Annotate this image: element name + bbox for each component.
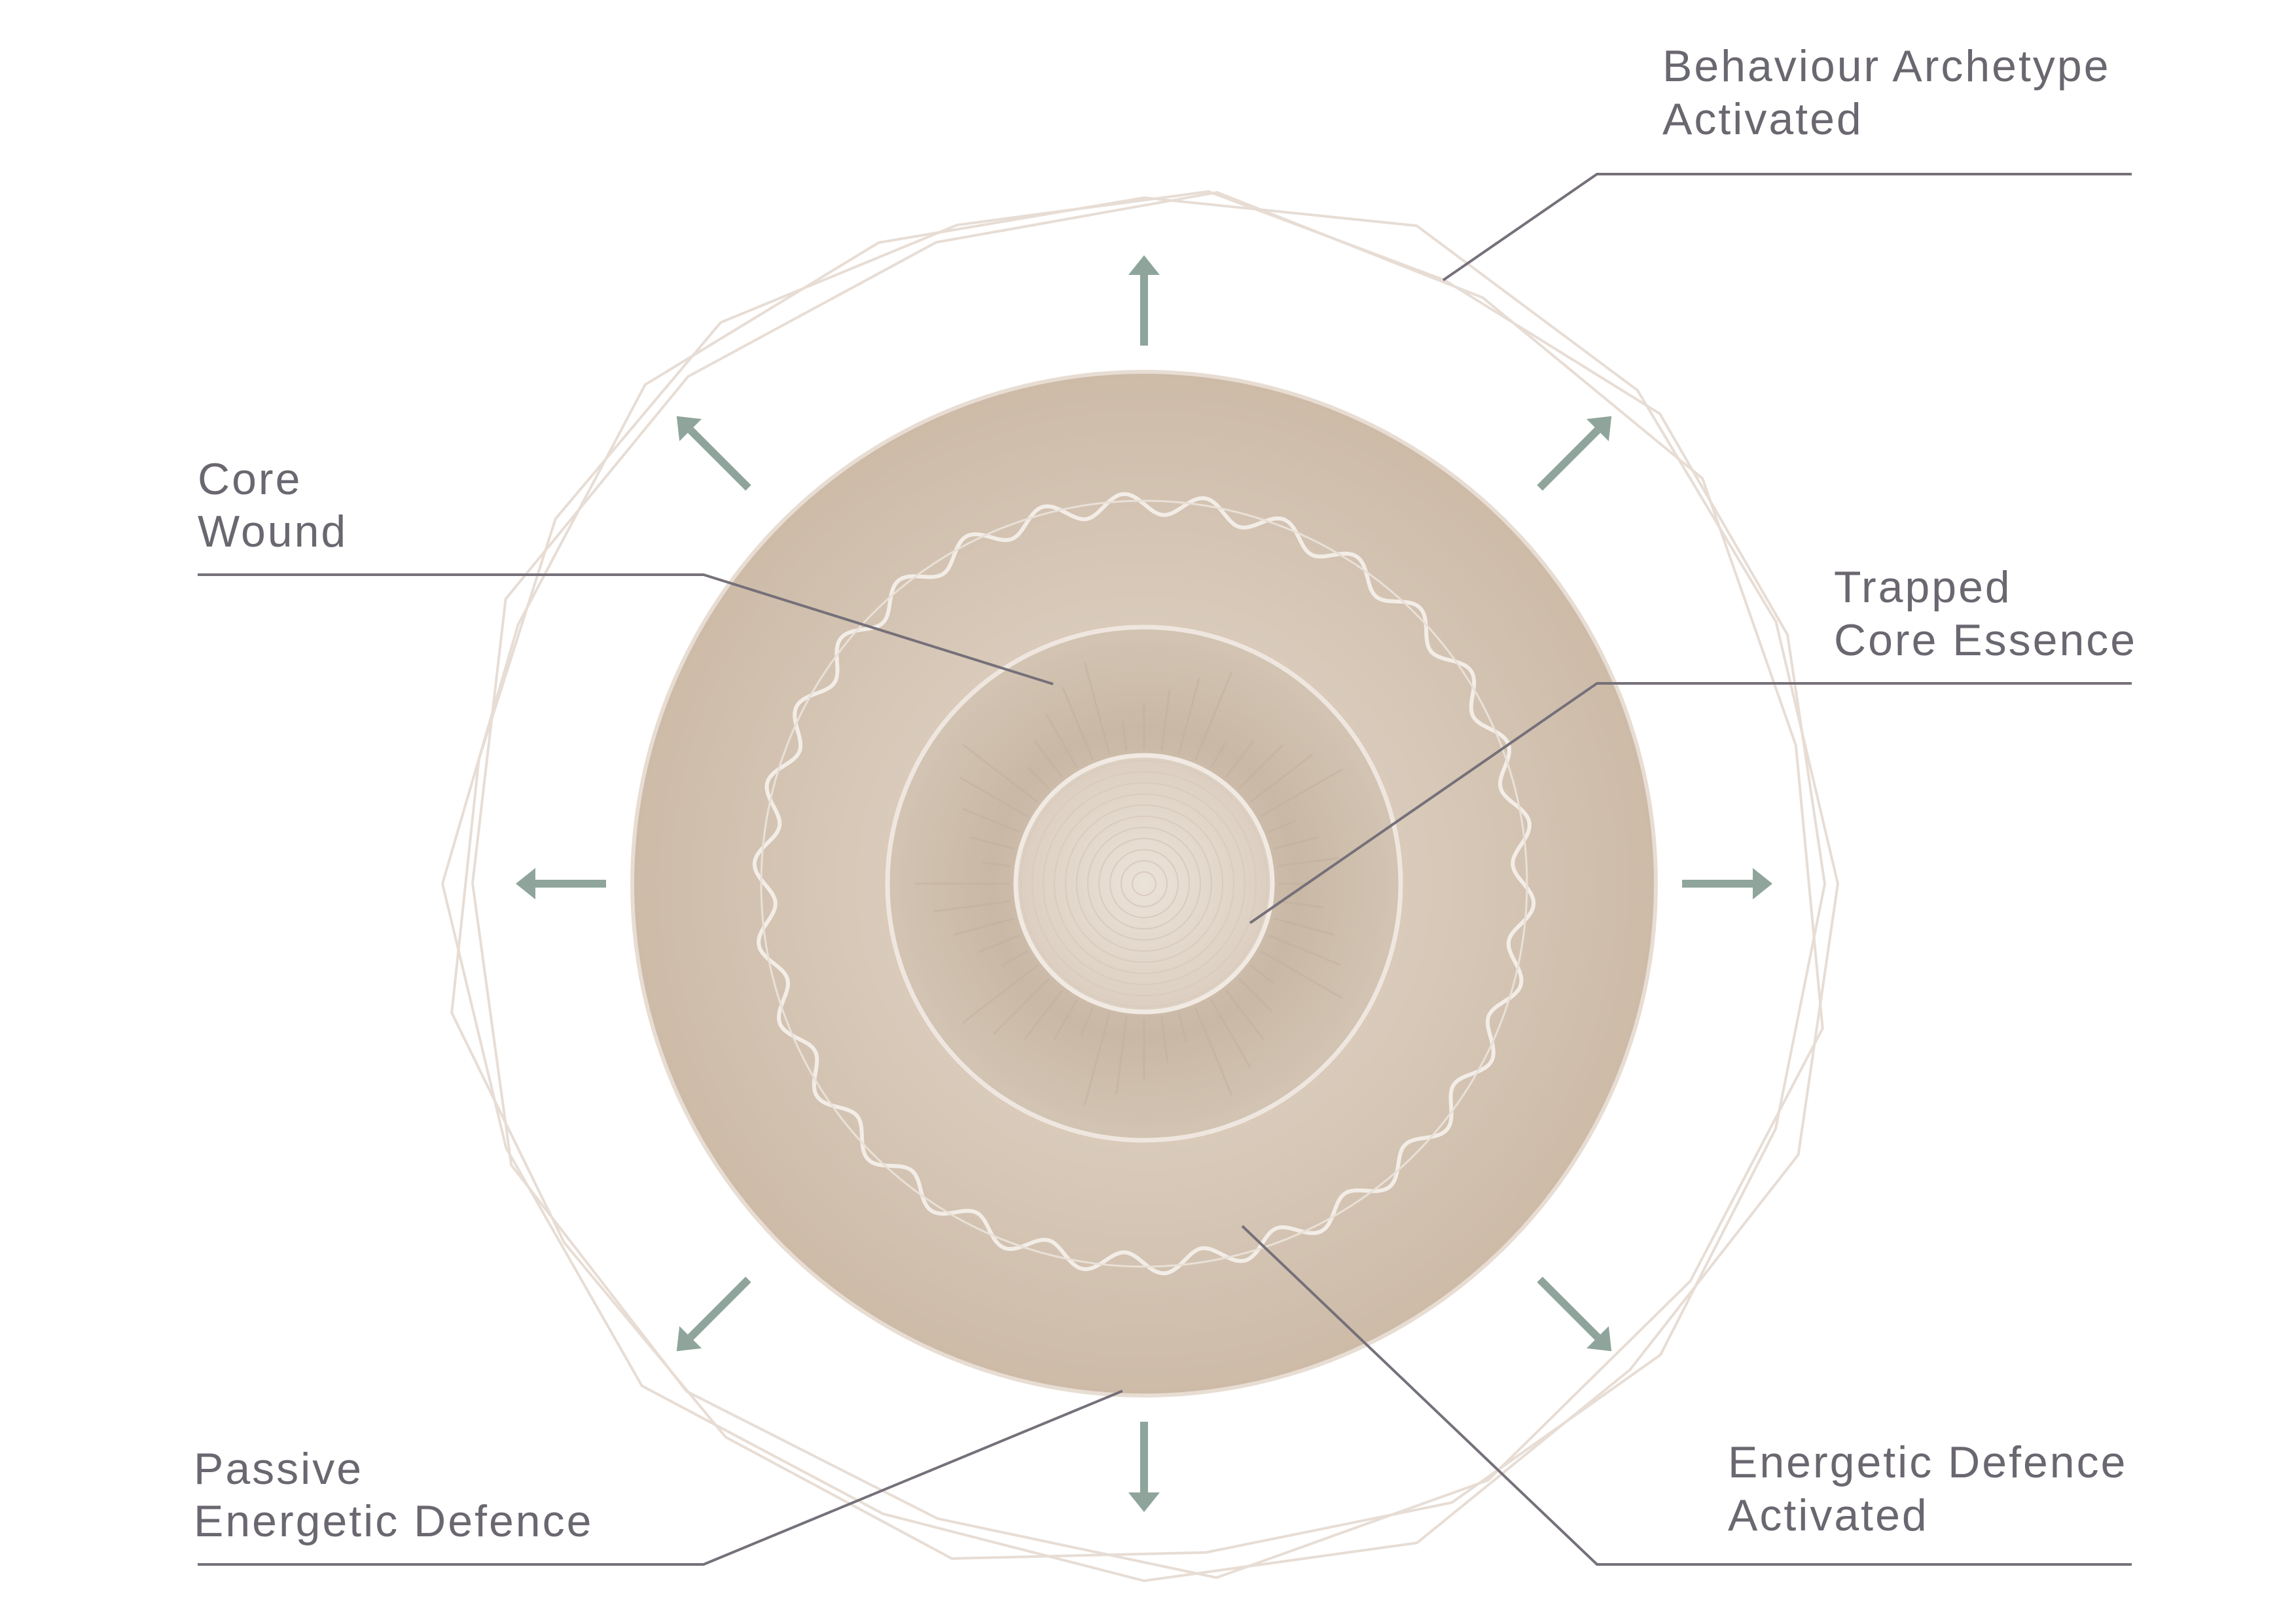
arrow-down-icon (1128, 1422, 1160, 1512)
ray (1273, 917, 1335, 936)
outer-polygon-2 (471, 190, 1824, 1579)
ray (1194, 672, 1233, 761)
ray (933, 900, 1011, 912)
ray (1225, 740, 1255, 778)
outward-arrows (516, 255, 1772, 1512)
energetic-defence-activated-label: Energetic Defence Activated (1728, 1437, 2142, 1540)
ray (1045, 713, 1078, 768)
arrow-head (1753, 868, 1772, 899)
ray (1177, 677, 1200, 755)
ray (1115, 1017, 1128, 1095)
ray (1249, 964, 1275, 984)
ray (961, 964, 1039, 1024)
arrow-head (676, 416, 702, 441)
ray (993, 977, 1050, 1035)
ray (1160, 1017, 1169, 1062)
ray (1028, 767, 1050, 790)
ray (977, 934, 1021, 954)
passive-energetic-defence-label: Passive Energetic Defence (194, 1444, 593, 1546)
core-ring (1076, 816, 1212, 952)
ray (1062, 687, 1094, 761)
ray (1267, 820, 1296, 833)
ray (1053, 999, 1078, 1040)
arrow-up-right-icon (1537, 416, 1612, 491)
arrow-up-left-icon (676, 416, 751, 491)
ray (959, 776, 1029, 818)
core-ring (1043, 782, 1246, 985)
trapped-core-essence-label: Trapped Core Essence (1834, 562, 2137, 665)
core-ring (1132, 871, 1157, 896)
ray (1249, 753, 1314, 803)
arrow-shaft (687, 1276, 751, 1341)
core-ring (1065, 804, 1223, 963)
ray (1238, 744, 1284, 790)
core-wound-label: Core Wound (198, 454, 348, 556)
core-essence-disc (1013, 753, 1275, 1015)
arrow-shaft (1537, 427, 1601, 491)
ray (1024, 989, 1064, 1040)
ray (1210, 999, 1251, 1069)
arrow-head (1128, 255, 1160, 275)
core-ring (1087, 827, 1201, 941)
ray (1194, 1007, 1233, 1096)
energetic-defence-activated-leader-line (1241, 1225, 2132, 1566)
ray (954, 917, 1015, 936)
ray (1001, 950, 1029, 967)
ray (1273, 836, 1318, 850)
thin-ring (760, 499, 1528, 1268)
wavy-line (752, 492, 1536, 1276)
arrow-head (1587, 1326, 1612, 1352)
ray (1267, 934, 1341, 966)
core-ring (1054, 793, 1234, 974)
core-ring (1109, 849, 1179, 918)
ray (1160, 689, 1171, 751)
arrow-head (516, 868, 535, 899)
ray (1277, 900, 1323, 909)
trapped-core-essence-leader-line (1249, 682, 2132, 924)
ray (1033, 740, 1064, 778)
ray (1238, 977, 1272, 1012)
ray (1083, 1013, 1111, 1106)
arrow-shaft (1537, 1276, 1601, 1341)
behaviour-archetype-leader-line (1442, 173, 2132, 281)
arrow-down-right-icon (1537, 1276, 1612, 1352)
arrow-head (1128, 1492, 1160, 1512)
arrow-down-left-icon (676, 1276, 751, 1352)
ray (1121, 721, 1128, 751)
core-wound-leader-line (198, 573, 1054, 685)
core-ring (1121, 860, 1168, 907)
ray (962, 807, 1021, 833)
energetic-defence-wavy-ring (752, 492, 1536, 1276)
ray (1177, 1013, 1188, 1042)
behaviour-archetype-label: Behaviour Archetype Activated (1662, 41, 2125, 144)
core-essence-concentric-rings (1020, 760, 1268, 1007)
arrow-up-icon (1128, 255, 1160, 346)
core-ring (1020, 760, 1268, 1007)
core-wound-rays (915, 662, 1343, 1106)
ray (1259, 768, 1343, 818)
core-ring (1098, 838, 1190, 929)
outer-polygon-1 (440, 196, 1840, 1583)
arrow-left-icon (516, 868, 606, 899)
arrow-head (676, 1326, 702, 1352)
core-ring (1031, 771, 1257, 996)
arrow-head (1587, 416, 1612, 441)
ray (1210, 741, 1227, 768)
ray (1259, 950, 1343, 1000)
ray (1277, 857, 1339, 867)
arrow-shaft (687, 427, 751, 491)
ray (981, 861, 1011, 867)
arrow-right-icon (1682, 868, 1772, 899)
ray (970, 836, 1015, 850)
outer-polygon-3 (450, 190, 1827, 1561)
passive-energetic-defence-leader-line (198, 1390, 1123, 1566)
ray (1083, 662, 1111, 755)
ray (1225, 989, 1265, 1040)
ray (961, 743, 1039, 803)
ray (1080, 1007, 1094, 1036)
outer-polygon-outlines (440, 190, 1840, 1583)
